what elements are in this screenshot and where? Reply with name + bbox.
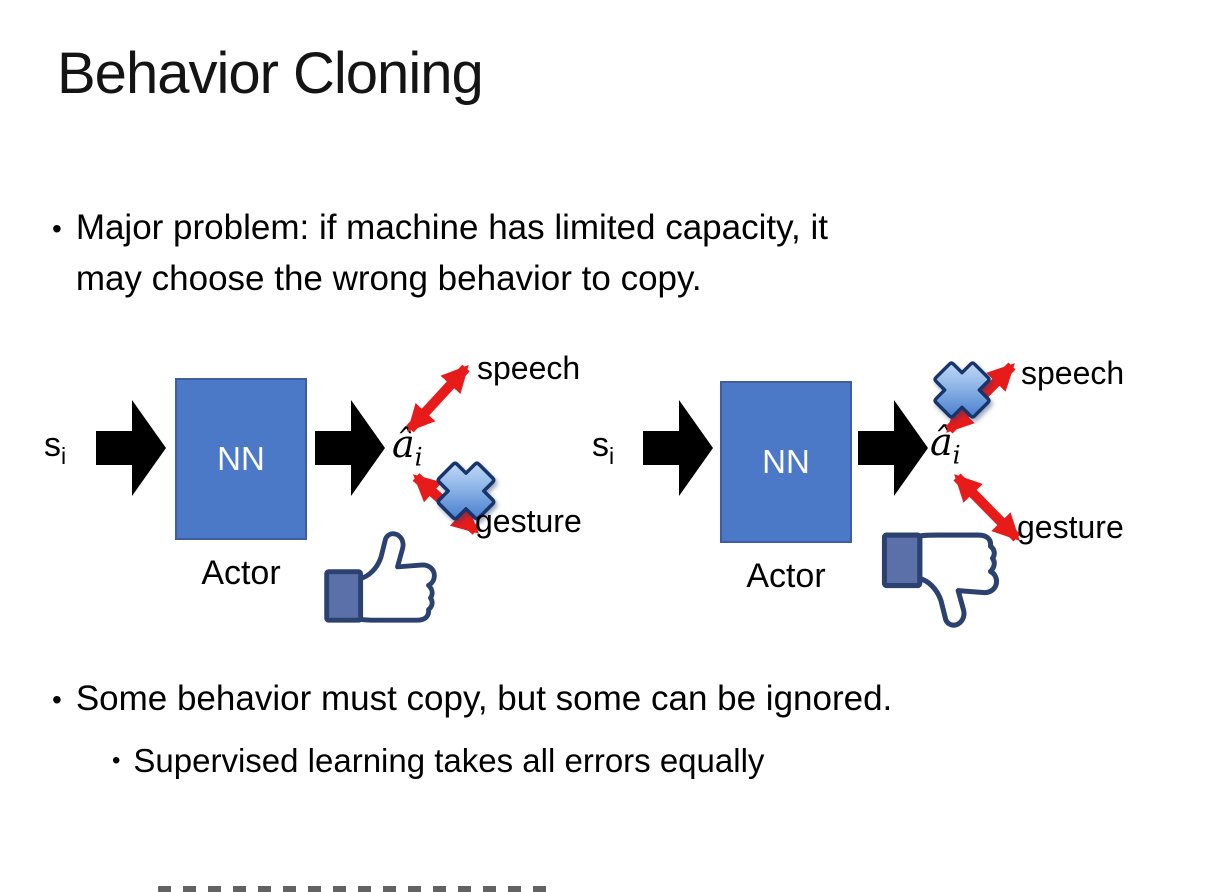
actor-label-right: Actor	[746, 557, 826, 595]
speech-label-right: speech	[1021, 355, 1125, 391]
action-label-left: âi	[392, 422, 423, 472]
gesture-label-right: gesture	[1017, 509, 1124, 545]
bullet-major-problem-text: Major problem: if machine has limited ca…	[75, 208, 828, 299]
block-arrow-icon	[96, 400, 166, 496]
block-arrow-icon	[315, 400, 385, 496]
red-double-arrow-speech-left	[406, 364, 470, 433]
nn-box-label: NN	[217, 440, 265, 477]
state-symbol: s	[44, 426, 61, 464]
action-symbol: â	[392, 422, 415, 466]
actor-label-left: Actor	[201, 554, 281, 592]
state-label-left: si	[44, 426, 66, 470]
state-subscript: i	[61, 442, 67, 469]
nn-box-label: NN	[762, 443, 810, 480]
bullet-icon: •	[52, 684, 62, 715]
speech-label-left: speech	[477, 350, 581, 386]
block-arrow-icon	[643, 400, 713, 496]
state-label-right: si	[592, 426, 614, 470]
thumbs-up-icon	[322, 530, 440, 627]
bullet-major-problem: • Major problem: if machine has limited …	[52, 202, 1122, 305]
blue-cross-icon	[926, 356, 998, 424]
action-subscript: i	[952, 440, 961, 470]
clipped-text-bottom	[158, 886, 558, 892]
nn-box-right: NN	[720, 381, 852, 543]
state-subscript: i	[609, 442, 615, 469]
action-subscript: i	[414, 442, 423, 472]
bullet-supervised: • Supervised learning takes all errors e…	[112, 738, 1112, 784]
bullet-supervised-text: Supervised learning takes all errors equ…	[133, 742, 765, 779]
slide-title: Behavior Cloning	[57, 41, 484, 106]
bullet-some-behavior: • Some behavior must copy, but some can …	[52, 674, 1162, 723]
block-arrow-icon	[858, 400, 928, 496]
red-double-arrow-gesture-right	[953, 473, 1021, 542]
gesture-label-left: gesture	[475, 503, 582, 539]
thumbs-down-icon	[880, 528, 1002, 629]
state-symbol: s	[592, 426, 609, 464]
bullet-icon: •	[52, 213, 62, 244]
bullet-some-behavior-text: Some behavior must copy, but some can be…	[75, 679, 893, 718]
bullet-icon: •	[112, 747, 121, 774]
nn-box-left: NN	[175, 378, 307, 540]
